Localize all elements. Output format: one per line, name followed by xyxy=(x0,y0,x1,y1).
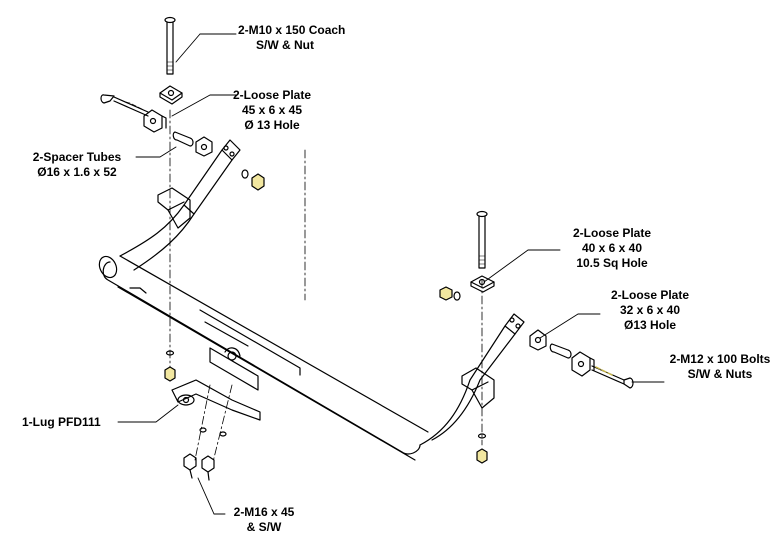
m16-bolts xyxy=(183,427,227,481)
callout-coach-bolt: 2-M10 x 150 Coach S/W & Nut xyxy=(238,23,345,53)
right-arm xyxy=(419,313,525,446)
callout-loose-plate-b-line1: 2-Loose Plate xyxy=(572,226,652,240)
callout-m16-bolts: 2-M16 x 45 & S/W xyxy=(224,505,304,535)
callout-loose-plate-b-line2: 40 x 6 x 40 xyxy=(581,241,643,255)
lug-pfd111 xyxy=(171,347,261,421)
left-bolt-assembly xyxy=(100,94,265,191)
callout-m16-bolts-line1: 2-M16 x 45 xyxy=(233,505,295,519)
left-bottom-nut xyxy=(164,350,176,382)
right-bolt-assembly xyxy=(529,329,634,389)
callout-loose-plate-a-line2: 45 x 6 x 45 xyxy=(241,103,303,117)
callout-m12-bolts-line2: S/W & Nuts xyxy=(687,367,753,381)
coach-bolt-left xyxy=(159,16,183,105)
nut-left xyxy=(251,173,265,191)
callout-coach-bolt-line2: S/W & Nut xyxy=(256,38,314,52)
callout-loose-plate-a-line1: 2-Loose Plate xyxy=(232,88,312,102)
left-arm xyxy=(119,139,241,271)
callout-loose-plate-a-line3: Ø 13 Hole xyxy=(244,118,300,132)
right-top-nut xyxy=(439,286,461,301)
callout-loose-plate-c-line1: 2-Loose Plate xyxy=(610,288,690,302)
callout-loose-plate-c: 2-Loose Plate 32 x 6 x 40 Ø13 Hole xyxy=(602,288,698,333)
callout-m12-bolts-line1: 2-M12 x 100 Bolts xyxy=(669,352,771,366)
right-bottom-nut xyxy=(476,433,488,464)
callout-m12-bolts: 2-M12 x 100 Bolts S/W & Nuts xyxy=(664,352,776,382)
callout-loose-plate-c-line2: 32 x 6 x 40 xyxy=(619,303,681,317)
leader-lines xyxy=(117,33,665,515)
main-crossbar xyxy=(98,255,429,461)
callout-lug-line1: 1-Lug PFD111 xyxy=(22,415,101,429)
callout-coach-bolt-line1: 2-M10 x 150 Coach xyxy=(238,23,346,37)
coach-bolt-right xyxy=(470,210,495,293)
callout-m16-bolts-line2: & S/W xyxy=(246,520,282,534)
callout-loose-plate-c-line3: Ø13 Hole xyxy=(623,318,677,332)
callout-loose-plate-b-line3: 10.5 Sq Hole xyxy=(576,256,648,270)
callout-spacer-tubes-line2: Ø16 x 1.6 x 52 xyxy=(37,165,117,179)
callout-spacer-tubes: 2-Spacer Tubes Ø16 x 1.6 x 52 xyxy=(18,150,136,180)
callout-loose-plate-a: 2-Loose Plate 45 x 6 x 45 Ø 13 Hole xyxy=(230,88,314,133)
callout-loose-plate-b: 2-Loose Plate 40 x 6 x 40 10.5 Sq Hole xyxy=(562,226,662,271)
callout-lug: 1-Lug PFD111 xyxy=(22,415,101,430)
callout-spacer-tubes-line1: 2-Spacer Tubes xyxy=(32,150,122,164)
assembly-centerlines xyxy=(169,109,483,463)
